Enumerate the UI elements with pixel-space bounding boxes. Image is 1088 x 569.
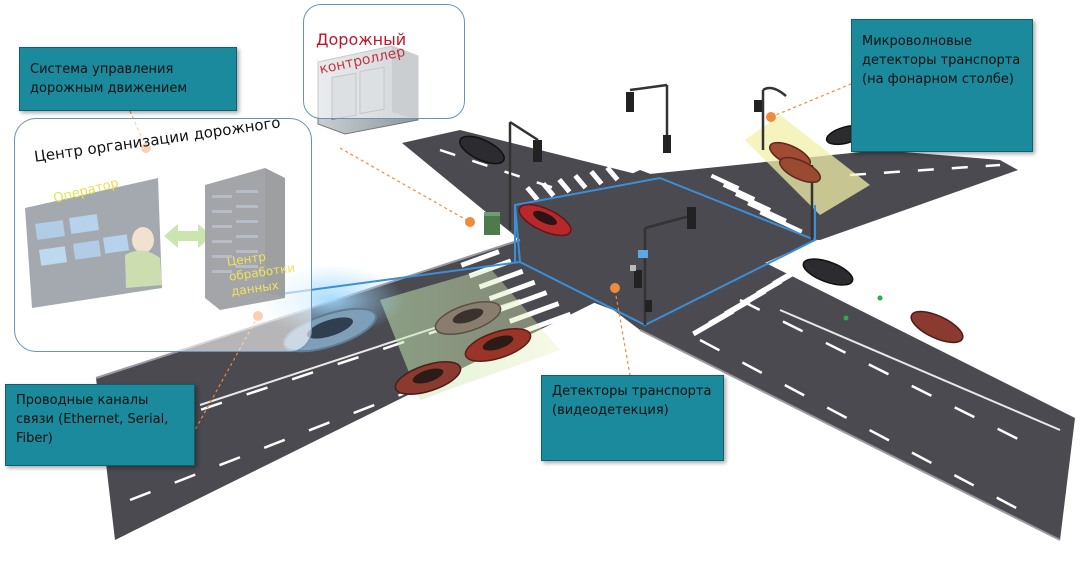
road-north-arm [402,130,640,240]
controller-bubble [303,4,465,119]
camera-icon [630,250,648,271]
callout-video-detectors: Детекторы транспорта (видеодетекция) [541,375,724,461]
traffic-light-icon [626,83,671,153]
traffic-lights [508,83,814,325]
controller-title: Дорожный [316,30,407,49]
car-icon [459,135,505,165]
car-icon [910,310,964,344]
road-center-fill [510,170,820,320]
callout-microwave-detectors: Микроволновые детекторы транспорта (на ф… [851,19,1033,152]
crosswalk-northeast [710,173,803,234]
callout-text: Микроволновые детекторы транспорта (на ф… [862,34,1021,87]
callout-text: Детекторы транспорта (видеодетекция) [552,384,712,418]
car-icon [434,301,502,335]
car-icon [464,328,532,362]
car-icon [394,361,462,395]
crosswalk-north [525,165,620,202]
traffic-center-bubble [14,118,312,352]
callout-traffic-management-system: Система управления дорожным движением [19,47,237,111]
callout-text: Система управления дорожным движением [30,62,188,96]
road-east-arm [600,230,1075,540]
car-icon [778,156,822,184]
car-icon [518,203,572,237]
street-controller-box [484,212,500,235]
car-icon [802,258,854,286]
callout-text: Проводные каналы связи (Ethernet, Serial… [16,393,169,446]
crosswalk-east [692,258,815,337]
callout-wired-channels: Проводные каналы связи (Ethernet, Serial… [5,384,195,466]
vehicles [283,124,964,395]
traffic-light-icon [508,120,542,230]
traffic-light-icon [634,207,696,325]
data-center-label: Центр обработки данных [226,249,296,299]
